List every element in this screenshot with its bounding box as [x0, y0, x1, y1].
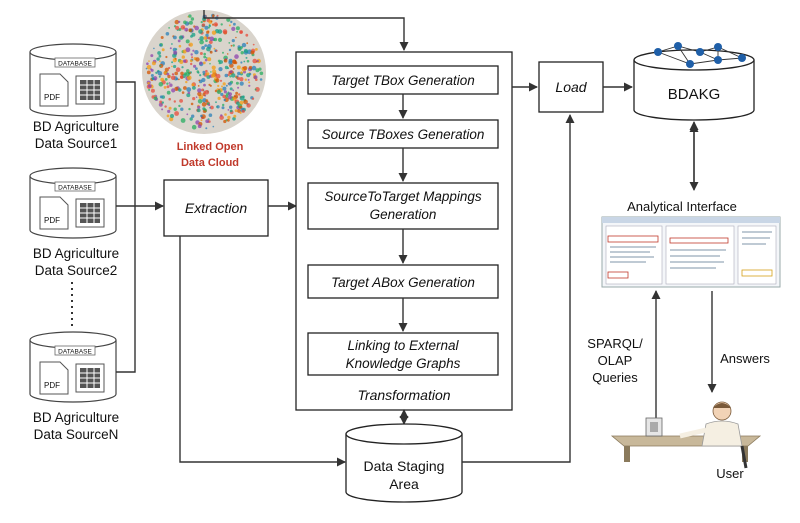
analytical-interface-label: Analytical Interface — [627, 199, 737, 214]
pdf-icon: PDF — [39, 361, 69, 395]
pdf-label: PDF — [44, 216, 60, 225]
lod-label-line2: Data Cloud — [181, 157, 239, 169]
extraction-box — [163, 179, 269, 237]
source-n-label-line2: Data SourceN — [34, 427, 119, 442]
source-2-label-line2: Data Source2 — [35, 263, 118, 278]
queries-label-line2: OLAP — [598, 353, 633, 368]
spreadsheet-icon — [75, 75, 105, 105]
step-target-tbox-label: Target TBox Generation — [331, 73, 475, 88]
analytical-interface-screenshot — [601, 216, 781, 288]
data-source-1: DATABASE PDF BD Agriculture Data Source1 — [29, 43, 119, 151]
lod-cloud-image: Linked Open Data Cloud — [142, 10, 266, 169]
database-label: DATABASE — [58, 185, 92, 192]
spreadsheet-icon — [75, 363, 105, 393]
step-linking-label-line1: Linking to External — [347, 338, 459, 353]
arrow-staging-to-load — [462, 114, 575, 463]
pdf-label: PDF — [44, 93, 60, 102]
lod-label-line1: Linked Open — [177, 141, 244, 153]
source-2-label-line1: BD Agriculture — [33, 246, 119, 261]
pdf-icon: PDF — [39, 196, 69, 230]
user-at-desk-icon — [610, 401, 762, 469]
step-mappings — [307, 182, 499, 230]
source-1-label-line1: BD Agriculture — [33, 119, 119, 134]
data-staging-area: Data Staging Area — [345, 423, 463, 503]
sources-bracket — [116, 81, 136, 373]
staging-label-line1: Data Staging — [364, 458, 445, 474]
step-linking-label-line2: Knowledge Graphs — [346, 356, 461, 371]
data-source-n: DATABASE PDF BD Agriculture Data SourceN — [29, 331, 119, 442]
extraction-label: Extraction — [185, 200, 247, 216]
load-label: Load — [555, 79, 587, 95]
step-source-tboxes-label: Source TBoxes Generation — [322, 127, 485, 142]
database-label: DATABASE — [58, 61, 92, 68]
bdakg-store: BDAKG — [633, 42, 755, 121]
pdf-icon: PDF — [39, 73, 69, 107]
source-1-label-line2: Data Source1 — [35, 136, 118, 151]
step-target-tbox — [307, 65, 499, 95]
data-source-2: DATABASE PDF BD Agriculture Data Source2 — [29, 167, 119, 278]
bdakg-label: BDAKG — [668, 86, 721, 103]
queries-label-line1: SPARQL/ — [587, 336, 643, 351]
staging-label-line2: Area — [389, 476, 419, 492]
step-mappings-label-line1: SourceToTarget Mappings — [324, 189, 482, 204]
spreadsheet-icon — [75, 198, 105, 228]
user-label: User — [716, 466, 744, 481]
step-mappings-label-line2: Generation — [370, 207, 437, 222]
arrow-lod-to-transformation — [203, 10, 409, 51]
queries-label-line3: Queries — [592, 370, 638, 385]
source-n-label-line1: BD Agriculture — [33, 410, 119, 425]
transformation-label: Transformation — [357, 387, 450, 403]
step-target-abox-label: Target ABox Generation — [331, 275, 475, 290]
step-linking — [307, 332, 499, 376]
answers-label: Answers — [720, 351, 770, 366]
graph-network-icon — [654, 42, 746, 68]
database-label: DATABASE — [58, 349, 92, 356]
arrow-extraction-to-staging — [179, 236, 346, 467]
pdf-label: PDF — [44, 381, 60, 390]
